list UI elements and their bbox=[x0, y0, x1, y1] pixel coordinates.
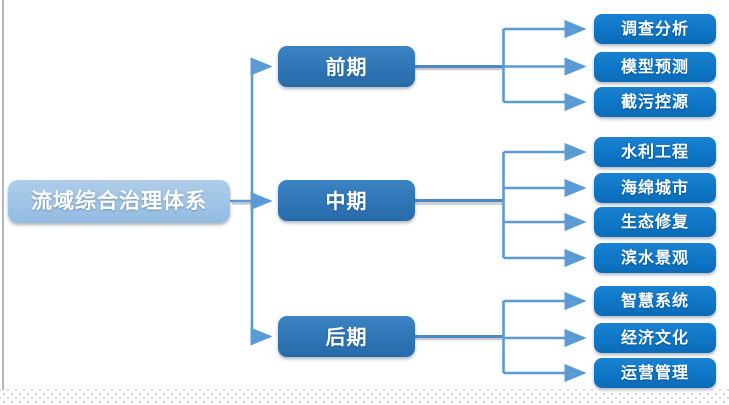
tree-leaf[interactable]: 水利工程 bbox=[594, 137, 716, 167]
phase-node-mid[interactable]: 中期 bbox=[278, 180, 415, 221]
tree-leaf[interactable]: 运营管理 bbox=[594, 358, 716, 388]
tree-leaf[interactable]: 智慧系统 bbox=[594, 286, 716, 316]
tree-leaf[interactable]: 生态修复 bbox=[594, 207, 716, 237]
tree-leaf[interactable]: 模型预测 bbox=[594, 52, 716, 82]
slide-left-border bbox=[2, 0, 4, 390]
tree-leaf[interactable]: 滨水景观 bbox=[594, 243, 716, 273]
root-node[interactable]: 流域综合治理体系 bbox=[8, 180, 230, 223]
bottom-dot-texture bbox=[0, 388, 729, 405]
tree-leaf[interactable]: 截污控源 bbox=[594, 87, 716, 117]
phase-node-late[interactable]: 后期 bbox=[278, 316, 415, 357]
phase-node-early[interactable]: 前期 bbox=[278, 46, 415, 87]
tree-leaf[interactable]: 经济文化 bbox=[594, 323, 716, 353]
tree-leaf[interactable]: 调查分析 bbox=[594, 14, 716, 44]
tree-leaf[interactable]: 海绵城市 bbox=[594, 173, 716, 203]
